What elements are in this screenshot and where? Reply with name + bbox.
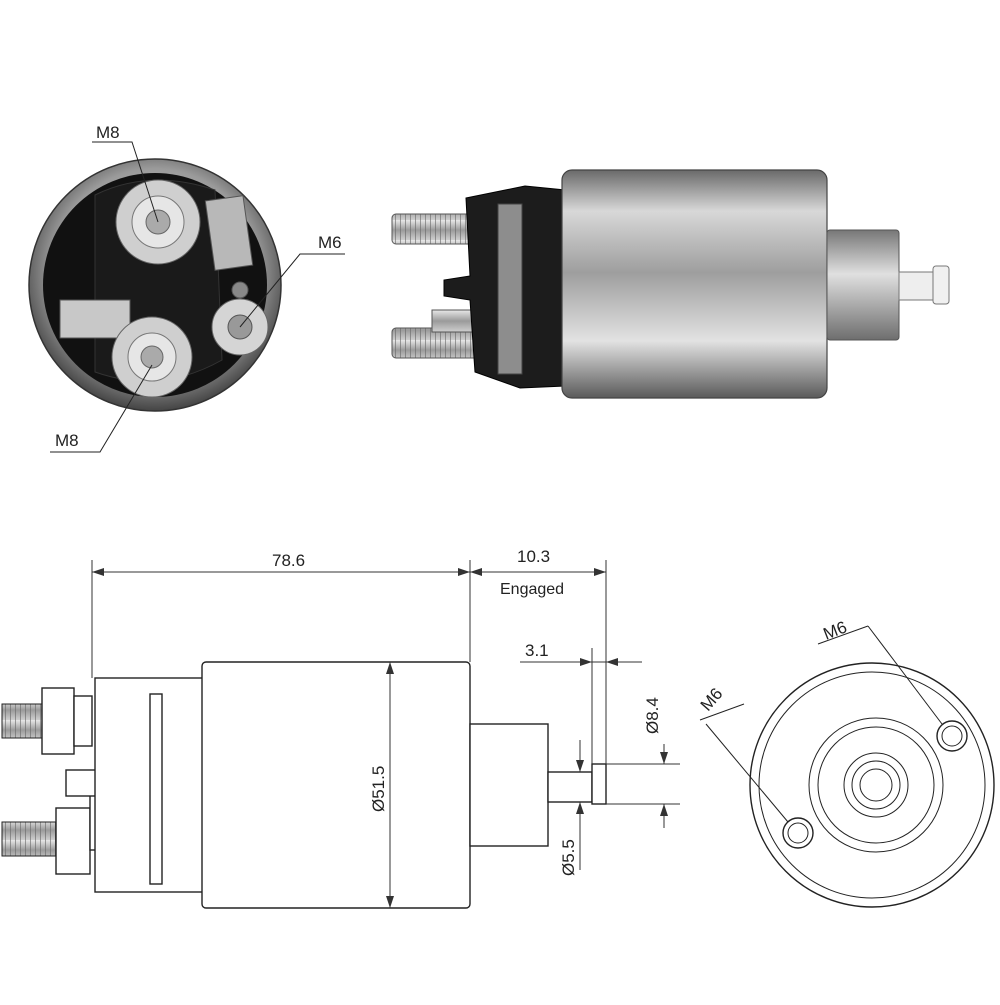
- m6-label: M6: [318, 233, 342, 252]
- left-m6-label: M6: [697, 684, 727, 714]
- end-view-outer-ring: [749, 662, 995, 908]
- end-view-drawing: M6 M6: [697, 618, 995, 908]
- upper-m6-stud: [936, 720, 968, 752]
- solenoid-can: [561, 169, 828, 399]
- plunger-tip: [898, 271, 934, 301]
- upper-m6-label: M6: [821, 618, 850, 644]
- stroke-label: 10.3: [517, 547, 550, 566]
- left-m6-stud: [782, 817, 814, 849]
- tip-length-label: 3.1: [525, 641, 549, 660]
- bottom-m8-label: M8: [55, 431, 79, 450]
- side-view-photo: [391, 169, 950, 399]
- can-outline: [201, 661, 471, 909]
- shaft-diameter-label: Ø5.5: [559, 839, 578, 876]
- upper-bolt: [391, 213, 473, 245]
- front-view-photo: M8 M6 M8: [28, 123, 345, 453]
- engaged-label: Engaged: [500, 581, 564, 598]
- body-length-label: 78.6: [272, 551, 305, 570]
- plunger: [826, 229, 900, 341]
- tip-diameter-label: Ø8.4: [643, 697, 662, 734]
- top-m8-label: M8: [96, 123, 120, 142]
- side-drawing: 78.6 10.3 Engaged 3.1 Ø8.4 Ø51.5 Ø5.5: [1, 547, 680, 909]
- bottom-m8-terminal: [111, 316, 193, 398]
- body-diameter-label: Ø51.5: [369, 766, 388, 812]
- plunger-housing: [469, 723, 549, 847]
